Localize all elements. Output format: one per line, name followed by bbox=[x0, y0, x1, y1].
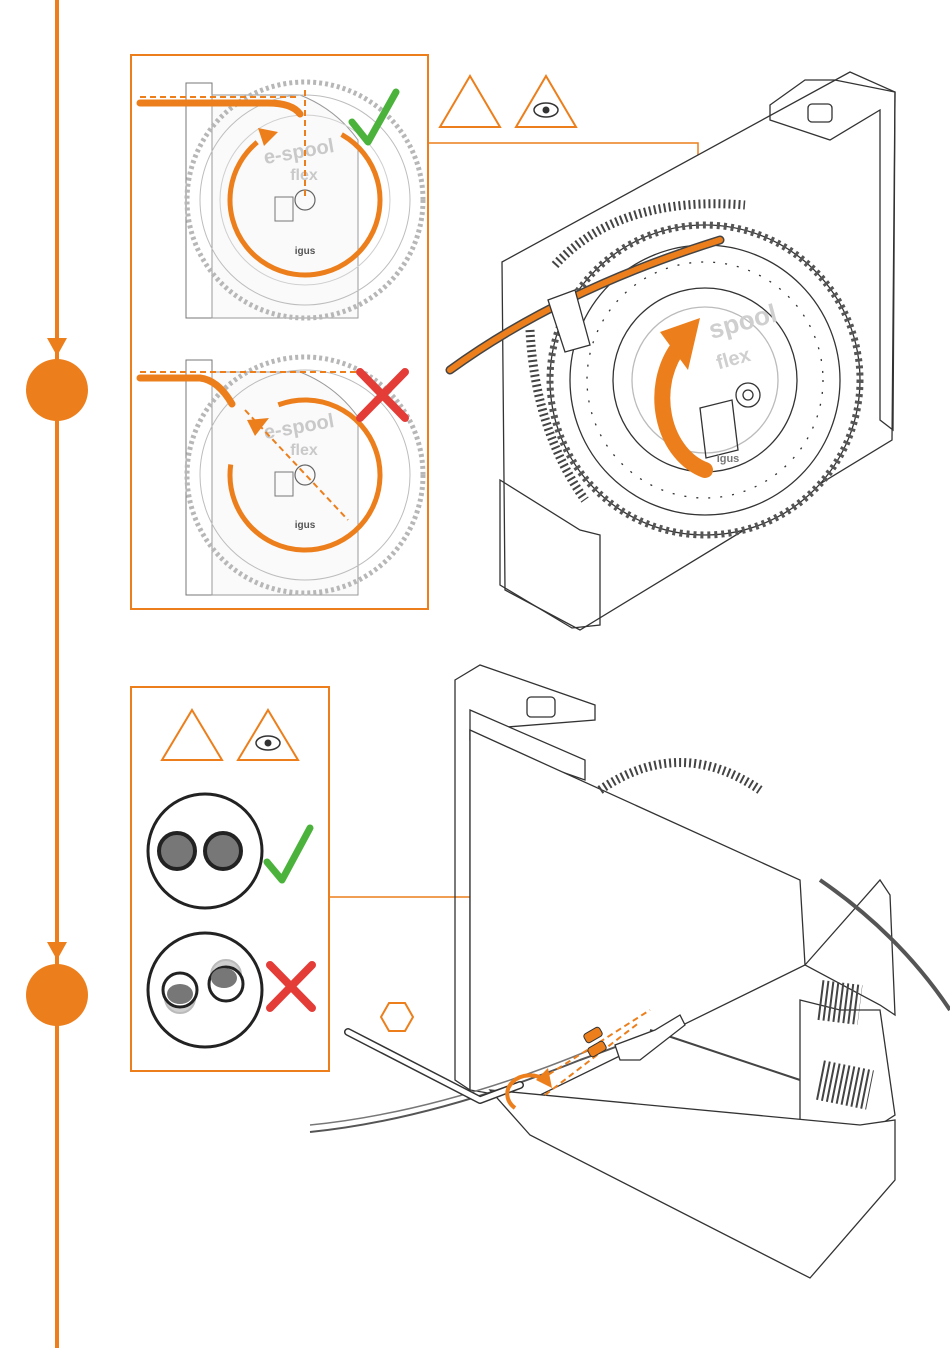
arrow-down-icon bbox=[47, 942, 67, 960]
arrow-down-icon bbox=[47, 338, 67, 356]
step-marker-1 bbox=[26, 359, 88, 421]
brand-logo: igus bbox=[295, 246, 316, 257]
inspect-eye-icon bbox=[516, 76, 576, 127]
spool-assembly-step1 bbox=[500, 72, 895, 630]
brand-logo: igus bbox=[717, 453, 740, 465]
hex-key-icon bbox=[381, 1003, 413, 1031]
spool-assembly-step2 bbox=[455, 665, 895, 1278]
step1-detail-box: e-spool flex igus e-spool flex igus bbox=[131, 55, 428, 609]
step-marker-2 bbox=[26, 964, 88, 1026]
step1-warning-icons bbox=[440, 76, 576, 127]
logo-text-flex: flex bbox=[290, 442, 318, 459]
step2-detail-box bbox=[131, 687, 329, 1071]
brand-logo: igus bbox=[295, 520, 316, 531]
step-timeline bbox=[26, 0, 88, 1348]
caution-triangle-icon bbox=[440, 76, 500, 127]
